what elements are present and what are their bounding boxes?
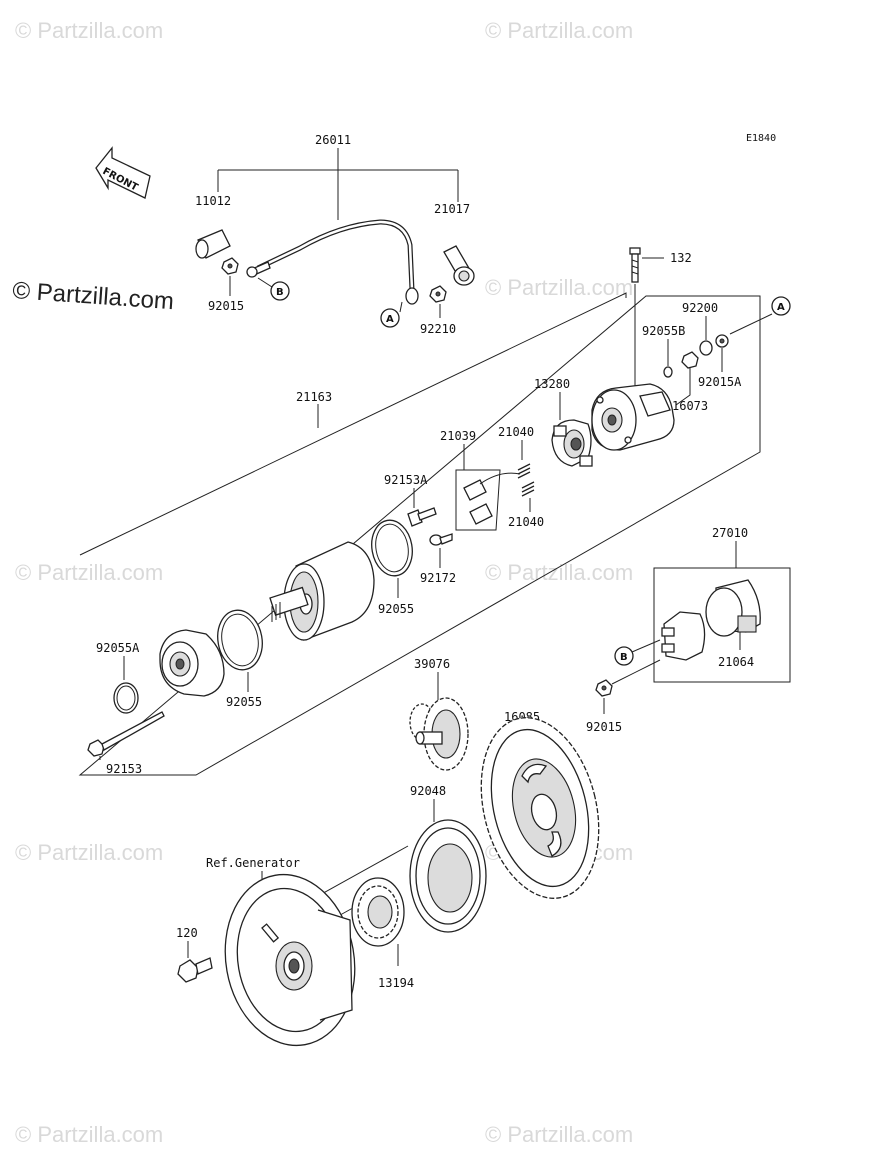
washer-92200 [699, 340, 713, 356]
label-92015-right: 92015 [586, 720, 622, 734]
diagram-code: E1840 [746, 133, 776, 144]
label-26011: 26011 [315, 133, 351, 147]
label-132: 132 [670, 251, 692, 265]
label-16073: 16073 [672, 399, 708, 413]
label-92172: 92172 [420, 571, 456, 585]
label-92210: 92210 [420, 322, 456, 336]
callout-a-left [380, 308, 400, 328]
watermark: © Partzilla.com [15, 18, 163, 43]
label-21064: 21064 [718, 655, 754, 669]
watermark: © Partzilla.com [485, 1122, 633, 1147]
callout-b-right-label: B [620, 652, 628, 663]
label-92055-low: 92055 [226, 695, 262, 709]
brush-assy-21039 [463, 472, 521, 525]
watermark-main: © Partzilla.com [12, 277, 175, 315]
nut-92015 [221, 257, 239, 275]
label-92048: 92048 [410, 784, 446, 798]
label-11012: 11012 [195, 194, 231, 208]
watermark: © Partzilla.com [485, 18, 633, 43]
label-92055-mid: 92055 [378, 602, 414, 616]
bolt-92153A [407, 507, 437, 527]
watermark: © Partzilla.com [485, 560, 633, 585]
bolt-120 [177, 957, 213, 983]
clutch-housing-92048 [409, 819, 487, 933]
watermarks: © Partzilla.com © Partzilla.com © Partzi… [12, 18, 634, 1147]
label-92153: 92153 [106, 762, 142, 776]
label-92055B: 92055B [642, 324, 685, 338]
oring-92055B [663, 366, 673, 378]
label-39076: 39076 [414, 657, 450, 671]
front-cover [159, 629, 225, 697]
label-92015-top: 92015 [208, 299, 244, 313]
label-21163: 21163 [296, 390, 332, 404]
yoke-armature [269, 541, 375, 641]
watermark: © Partzilla.com [15, 840, 163, 865]
nut-92015A-2 [681, 351, 699, 369]
oring-92055-mid [371, 519, 413, 577]
brush-holder-13280 [551, 419, 593, 467]
callout-a-right-label: A [777, 302, 785, 313]
label-92200: 92200 [682, 301, 718, 315]
starter-gear-16085 [480, 717, 600, 899]
oring-92055A [113, 682, 139, 714]
screw-92172 [429, 533, 453, 546]
callout-b [270, 281, 290, 301]
front-arrow-icon: FRONT [95, 146, 151, 199]
label-92055A: 92055A [96, 641, 140, 655]
one-way-clutch-13194 [351, 877, 405, 947]
label-27010: 27010 [712, 526, 748, 540]
label-21040-a: 21040 [498, 425, 534, 439]
oring-92055-low [217, 609, 263, 671]
callout-a-right [771, 296, 791, 316]
callout-a-left-label: A [386, 314, 394, 325]
label-21017: 21017 [434, 202, 470, 216]
label-13194: 13194 [378, 976, 414, 990]
label-13280: 13280 [534, 377, 570, 391]
end-cover-16073 [591, 383, 675, 451]
label-ref-generator: Ref.Generator [206, 856, 300, 870]
relay-27010 [661, 611, 706, 661]
terminal-boot-11012 [195, 229, 231, 259]
label-92153A: 92153A [384, 473, 428, 487]
bolt-92153 [87, 711, 165, 757]
bolt-132 [629, 247, 641, 283]
spring-21040-b [521, 481, 535, 497]
generator-rotor [224, 873, 356, 1047]
callout-b-label: B [276, 287, 284, 298]
label-21040-b: 21040 [508, 515, 544, 529]
cover-21064 [705, 579, 761, 637]
callout-b-right [614, 646, 634, 666]
spring-21040-a [517, 463, 531, 479]
label-120: 120 [176, 926, 198, 940]
boot-21017 [443, 245, 475, 286]
idler-gear-39076 [409, 697, 469, 771]
label-92015A: 92015A [698, 375, 742, 389]
watermark: © Partzilla.com [15, 1122, 163, 1147]
watermark: © Partzilla.com [485, 275, 633, 300]
label-21039: 21039 [440, 429, 476, 443]
watermark: © Partzilla.com [15, 560, 163, 585]
